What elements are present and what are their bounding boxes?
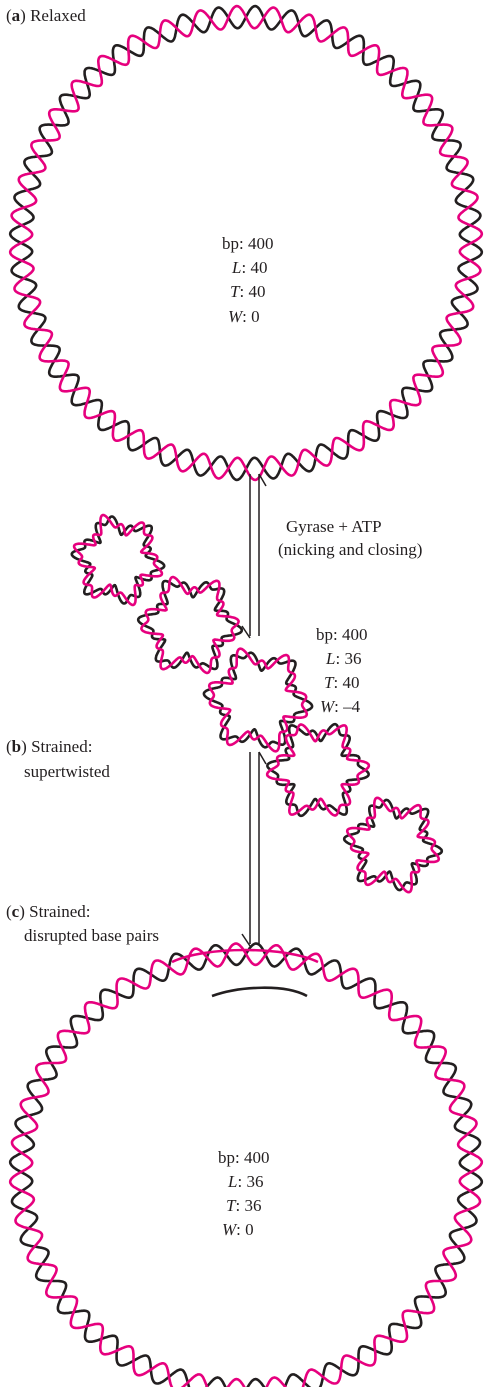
panel-c-label-line1: (c) Strained: bbox=[6, 902, 91, 921]
panel-b-bp: bp: 400 bbox=[316, 625, 367, 644]
panel-b-stats: bp: 400 L: 36 T: 40 W: –4 bbox=[316, 625, 367, 716]
equilibrium-arrow-bottom bbox=[241, 751, 267, 947]
panel-a-label: (a) Relaxed bbox=[6, 6, 86, 25]
panel-c-bp: bp: 400 bbox=[218, 1148, 269, 1167]
panel-b-twist: T: 40 bbox=[324, 673, 359, 692]
relaxed-dna-circle bbox=[8, 4, 484, 482]
strand-pink bbox=[72, 513, 164, 607]
strand-pink bbox=[207, 647, 309, 753]
panel-c-stats: bp: 400 L: 36 T: 36 W: 0 bbox=[218, 1148, 269, 1239]
strand-black bbox=[342, 798, 444, 892]
panel-b-writhe: W: –4 bbox=[320, 697, 361, 716]
supertwisted-dna bbox=[70, 513, 444, 894]
reaction-line-1: Gyrase + ATP bbox=[286, 517, 382, 536]
strand-pink bbox=[8, 942, 484, 1387]
panel-c-linking: L: 36 bbox=[227, 1172, 263, 1191]
strand-black bbox=[136, 579, 244, 671]
bubble-pink-strand bbox=[171, 948, 319, 964]
panel-a-bp: bp: 400 bbox=[222, 234, 273, 253]
panel-c-writhe: W: 0 bbox=[222, 1220, 254, 1239]
panel-b-linking: L: 36 bbox=[325, 649, 361, 668]
disrupted-dna-circle bbox=[8, 942, 484, 1387]
strand-pink bbox=[8, 4, 484, 482]
strand-black bbox=[70, 515, 166, 605]
panel-a-linking: L: 40 bbox=[231, 258, 267, 277]
panel-a-stats: bp: 400 L: 40 T: 40 W: 0 bbox=[222, 234, 273, 326]
panel-c-label-line2: disrupted base pairs bbox=[24, 926, 159, 945]
equilibrium-arrow-top bbox=[241, 473, 267, 639]
bubble-black-strand bbox=[211, 986, 308, 998]
strand-pink bbox=[265, 723, 371, 817]
strand-pink bbox=[140, 575, 240, 675]
reaction-line-2: (nicking and closing) bbox=[278, 540, 422, 559]
panel-a-writhe: W: 0 bbox=[228, 307, 260, 326]
panel-a-twist: T: 40 bbox=[230, 282, 265, 301]
panel-c-twist: T: 36 bbox=[226, 1196, 261, 1215]
panel-b-label-line2: supertwisted bbox=[24, 762, 110, 781]
strand-pink bbox=[345, 796, 441, 894]
panel-b-label-line1: (b) Strained: bbox=[6, 737, 92, 756]
